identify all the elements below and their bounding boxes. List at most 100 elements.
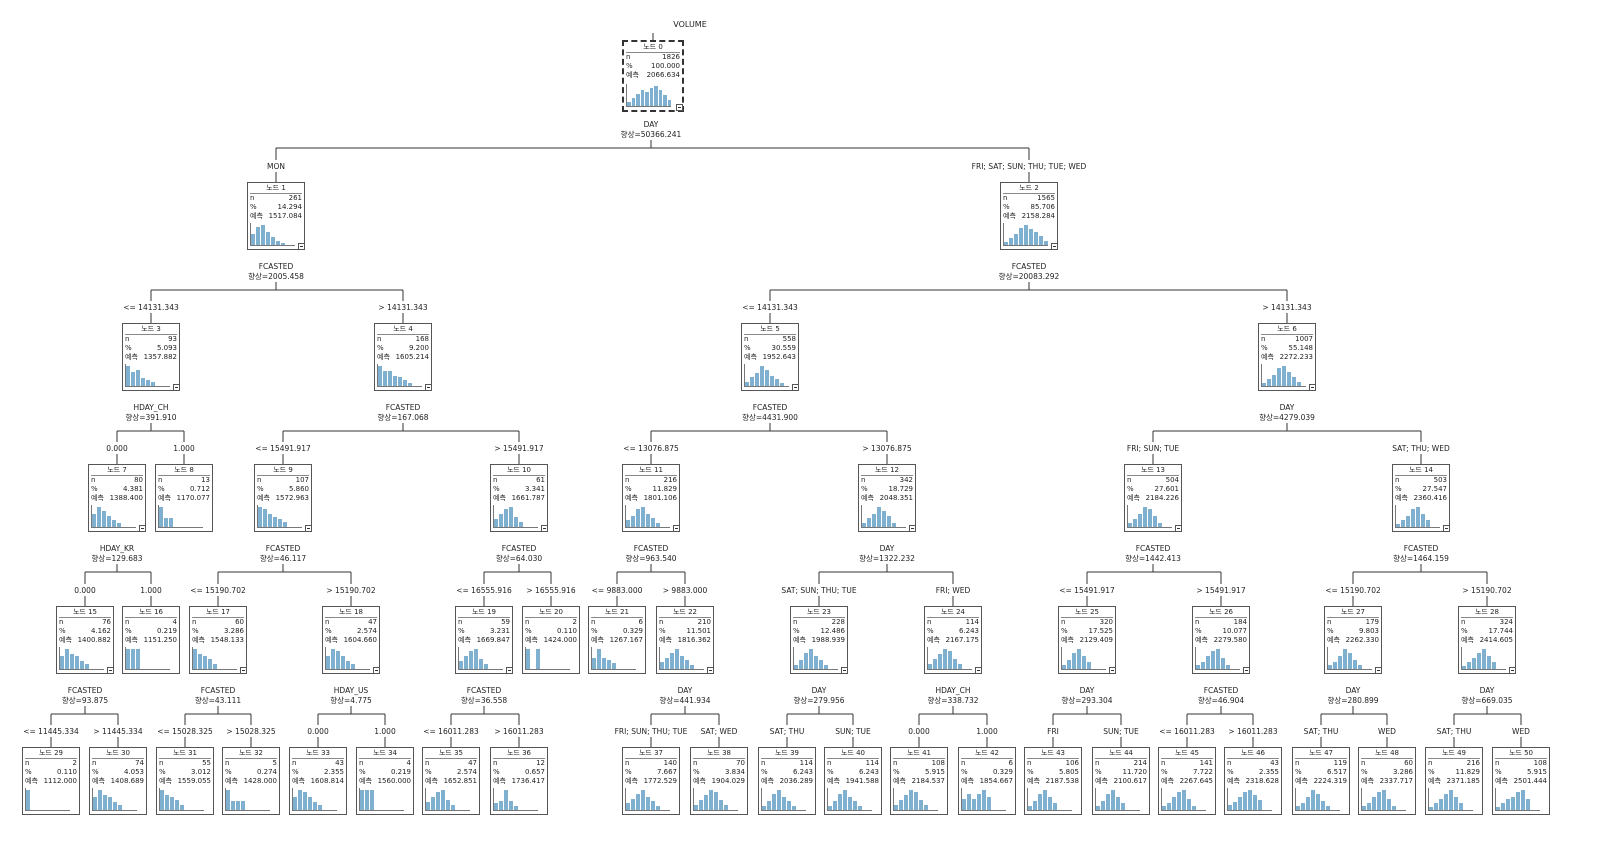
stat-label: n: [591, 618, 596, 626]
collapse-toggle-icon[interactable]: [240, 667, 247, 674]
stat-label: %: [377, 344, 384, 352]
histogram-bar: [1406, 516, 1410, 527]
stat-value: 11.501: [686, 627, 712, 635]
collapse-toggle-icon[interactable]: [139, 525, 146, 532]
collapse-toggle-icon[interactable]: [107, 667, 114, 674]
stat-label: n: [893, 759, 898, 767]
collapse-toggle-icon[interactable]: [792, 384, 799, 391]
histogram-bar: [146, 380, 150, 386]
collapse-toggle-icon[interactable]: [1509, 667, 1516, 674]
collapse-toggle-icon[interactable]: [298, 243, 305, 250]
collapse-toggle-icon[interactable]: [1443, 525, 1450, 532]
collapse-toggle-icon[interactable]: [673, 525, 680, 532]
histogram-bar: [258, 507, 262, 527]
node-title: 노드 9: [257, 466, 309, 476]
collapse-toggle-icon[interactable]: [975, 667, 982, 674]
stat-label: n: [793, 618, 798, 626]
collapse-toggle-icon[interactable]: [425, 384, 432, 391]
collapse-toggle-icon[interactable]: [1109, 667, 1116, 674]
collapse-toggle-icon[interactable]: [173, 384, 180, 391]
collapse-toggle-icon[interactable]: [541, 525, 548, 532]
collapse-toggle-icon[interactable]: [909, 525, 916, 532]
histogram-bar: [714, 792, 718, 810]
split-variable: DAY: [1479, 686, 1495, 695]
node-stat-pct: %3.834: [691, 768, 747, 777]
node-histogram: [1428, 788, 1473, 811]
collapse-toggle-icon[interactable]: [506, 667, 513, 674]
collapse-toggle-icon[interactable]: [1375, 667, 1382, 674]
collapse-toggle-icon[interactable]: [1051, 243, 1058, 250]
collapse-toggle-icon[interactable]: [1243, 667, 1250, 674]
split-improvement: 향상=46.117: [259, 554, 307, 563]
collapse-toggle-icon[interactable]: [676, 104, 683, 111]
split-improvement: 향상=20083.292: [998, 272, 1060, 281]
collapse-toggle-icon[interactable]: [841, 667, 848, 674]
collapse-toggle-icon[interactable]: [1175, 525, 1182, 532]
node-title: 노드 8: [158, 466, 210, 476]
collapse-toggle-icon[interactable]: [305, 525, 312, 532]
histogram-bar: [102, 511, 106, 527]
stat-value: 504: [1165, 476, 1179, 484]
collapse-toggle-icon[interactable]: [373, 667, 380, 674]
stat-value: 216: [663, 476, 677, 484]
histogram-bar: [1153, 516, 1157, 527]
edge-condition-label: <= 11445.334: [23, 727, 79, 736]
collapse-toggle-icon[interactable]: [1309, 384, 1316, 391]
collapse-toggle-icon[interactable]: [707, 667, 714, 674]
